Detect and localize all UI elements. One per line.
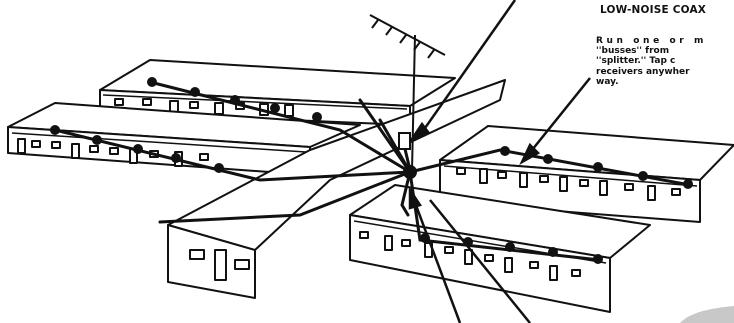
corner-shadow <box>680 306 734 323</box>
front-right-building <box>349 184 651 313</box>
caption-line-4: receivers anywher <box>596 66 690 77</box>
caption-line-3: ''splitter.'' Tap c <box>596 56 676 67</box>
caption-line-5: way. <box>596 76 619 87</box>
antenna-mast <box>369 14 446 171</box>
caption-line-2: ''busses'' from <box>596 46 670 57</box>
callout-arrows <box>408 0 591 323</box>
front-left-building <box>7 102 361 176</box>
central-building <box>167 79 506 299</box>
caption-line-1: Run one or m <box>596 36 708 46</box>
coax-busses <box>53 80 692 262</box>
caption-body: Run one or m ''busses'' from ''splitter.… <box>596 36 734 87</box>
caption-heading: LOW-NOISE COAX <box>600 4 707 16</box>
